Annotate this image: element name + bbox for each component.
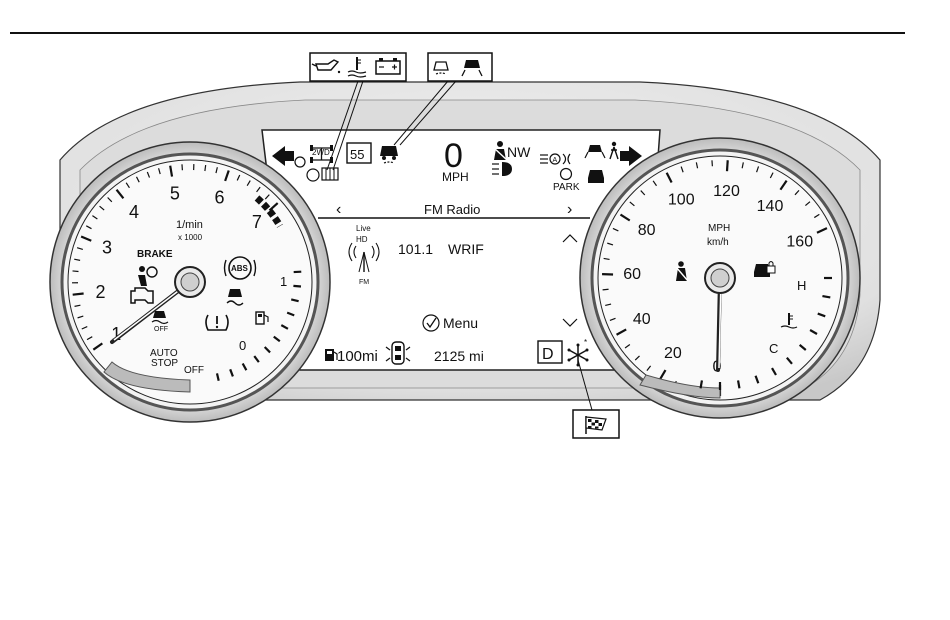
park-label: PARK	[553, 182, 580, 193]
tachometer-minor-tick	[73, 271, 79, 272]
tachometer-minor-tick	[205, 165, 206, 171]
svg-text:A: A	[553, 157, 558, 164]
speedo-unit-kmh: km/h	[707, 237, 729, 248]
radio-frequency: 101.1	[398, 241, 433, 257]
menu-label[interactable]: Menu	[443, 315, 478, 331]
fuel-gauge-tick	[293, 286, 301, 287]
vehicle-front-icon	[588, 170, 604, 183]
auto-stop-off-label: OFF	[184, 365, 204, 376]
speedometer-scale-label: 80	[638, 222, 656, 239]
fuel-gauge-empty-label: 0	[239, 338, 246, 353]
temp-gauge-cold-label: C	[769, 341, 778, 356]
compass-heading: NW	[507, 144, 531, 160]
speedo-unit-mph: MPH	[708, 223, 730, 234]
tachometer: 1 2 34 5 6 7	[50, 142, 330, 422]
speedometer-scale-label: 140	[757, 198, 784, 215]
fuel-range-value: 100mi	[337, 348, 378, 365]
tachometer-major-tick	[73, 293, 84, 294]
high-beam-icon	[492, 162, 512, 176]
menu-title: FM Radio	[424, 202, 480, 217]
tachometer-scale-label: 3	[102, 238, 112, 258]
tach-unit-multiplier: x 1000	[178, 233, 203, 242]
tach-unit-rpm: 1/min	[176, 219, 203, 231]
tachometer-scale-label: 5	[170, 184, 180, 204]
digital-speed-unit: MPH	[442, 170, 469, 184]
odometer-value: 2125 mi	[434, 348, 484, 364]
tachometer-scale-label: 7	[252, 212, 262, 232]
drive-mode-label: 2WD	[312, 148, 330, 157]
speedometer-major-tick	[727, 160, 728, 171]
tachometer-scale-label: 6	[215, 187, 225, 207]
speedometer-scale-label: 20	[664, 345, 682, 362]
brake-warning-label: BRAKE	[137, 249, 173, 260]
temperature-gauge-tick	[701, 380, 702, 388]
menu-nav-right[interactable]: ›	[567, 201, 572, 218]
radio-live-label: Live	[356, 224, 371, 233]
speedometer-hub-cap	[711, 269, 729, 287]
speedometer-scale-label: 60	[623, 266, 641, 283]
auto-stop-label-line2: STOP	[151, 358, 178, 369]
speedometer: 020406080100120140160	[580, 138, 860, 418]
traction-off-label: OFF	[154, 326, 168, 333]
temperature-gauge-tick	[738, 380, 739, 388]
radio-hd-label: HD	[356, 235, 368, 244]
callout-box-driver-assist	[428, 53, 492, 81]
temperature-gauge-tick	[822, 296, 830, 297]
speedometer-scale-label: 160	[786, 233, 813, 250]
temp-gauge-hot-label: H	[797, 278, 806, 293]
radio-band-label: FM	[359, 279, 369, 286]
tachometer-hub-cap	[181, 273, 199, 291]
menu-nav-left[interactable]: ‹	[336, 201, 341, 218]
abs-label: ABS	[231, 264, 249, 273]
speedometer-scale-label: 40	[633, 311, 651, 328]
gear-indicator-value: D	[542, 346, 554, 363]
radio-station: WRIF	[448, 241, 484, 257]
speedometer-scale-label: 100	[668, 192, 695, 209]
speedometer-scale-label: 120	[713, 183, 740, 200]
speed-limit-value: 55	[350, 147, 364, 162]
fuel-gauge-full-label: 1	[280, 274, 287, 289]
svg-text:*: *	[584, 338, 587, 347]
tachometer-scale-label: 4	[129, 202, 139, 222]
speedometer-minor-tick	[603, 289, 609, 290]
tachometer-scale-label: 2	[96, 282, 106, 302]
